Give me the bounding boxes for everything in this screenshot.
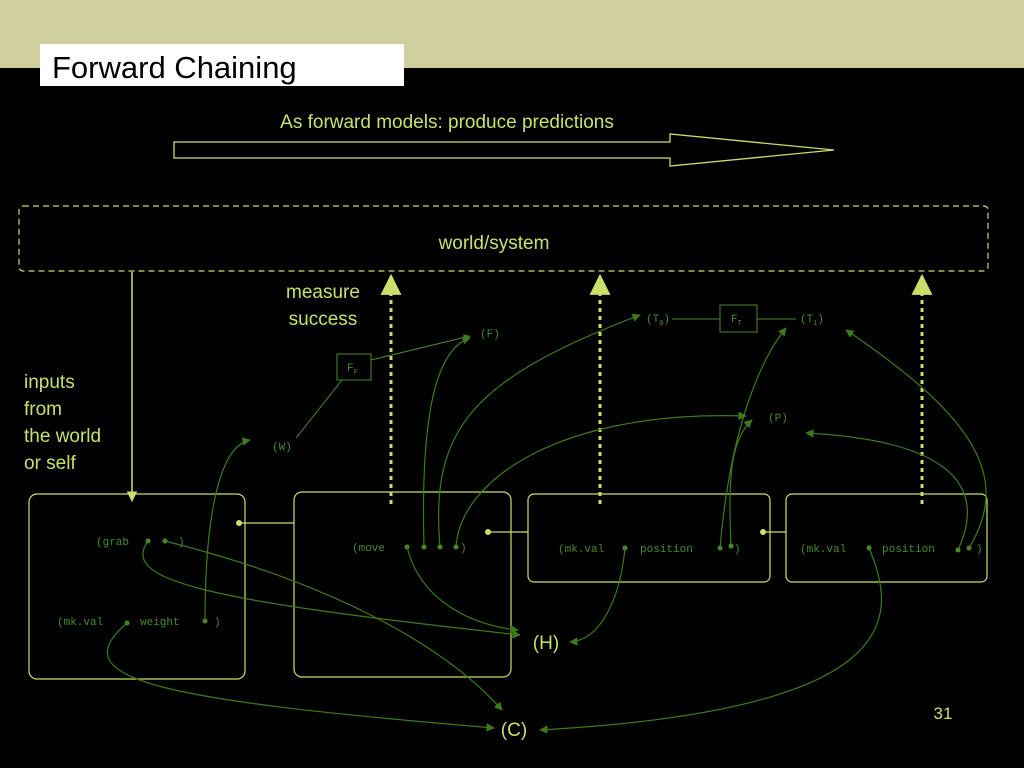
node-t1-open: (T [800, 314, 814, 326]
node-c: (C) [501, 720, 527, 741]
measure-label: measure [286, 282, 360, 303]
code-grab-close: ) [178, 537, 185, 549]
arrow-caption: As forward models: produce predictions [280, 112, 614, 133]
position2-to-t1-arrow [719, 327, 787, 549]
page-number: 31 [934, 704, 953, 723]
mkval1-to-c-arrow [106, 622, 495, 732]
code-mkval2-arg: position [640, 544, 693, 556]
move-to-f-arrow [422, 336, 471, 548]
dependency-arrows [106, 313, 987, 734]
move-to-p-arrow [455, 411, 747, 548]
node-ft-sub: T [738, 320, 742, 328]
slide-title: Forward Chaining [52, 50, 297, 85]
node-h: (H) [533, 633, 559, 654]
node-ft-main: F [731, 314, 738, 326]
node-t0-sub: 0 [659, 320, 663, 328]
box-connector-dot-3 [760, 529, 766, 535]
world-system-label: world/system [438, 233, 550, 254]
title-tab [40, 44, 404, 86]
node-ft: FT [731, 314, 742, 328]
node-ff-main: F [347, 363, 354, 375]
node-p: (P) [768, 413, 788, 425]
node-t1-close: ) [817, 314, 824, 326]
move-to-t0-arrow [437, 313, 641, 548]
mkval2-to-h-arrow [569, 547, 626, 646]
forward-arrow [173, 133, 835, 167]
ff-to-f-line [370, 334, 471, 361]
grab-to-c-arrow [164, 540, 503, 711]
node-t0: (T0) [646, 314, 670, 328]
node-ff: FF [347, 363, 358, 377]
code-mkval3-open: (mk.val [800, 544, 846, 556]
node-t0-open: (T [646, 314, 660, 326]
rule-box-mkval-2 [527, 493, 771, 583]
box-connector-dot-1 [236, 520, 242, 526]
function-box-ff [336, 353, 372, 381]
code-mkval1-arg: weight [140, 617, 180, 629]
code-mkval3-arg: position [882, 544, 935, 556]
node-f: (F) [480, 329, 500, 341]
code-move-close: ) [460, 543, 467, 555]
rule-box-move [293, 491, 512, 678]
node-t0-close: ) [663, 314, 670, 326]
mkval3-to-c-arrow [539, 547, 883, 734]
ff-to-w-line [295, 379, 343, 439]
world-system-box [18, 205, 989, 272]
code-grab-open: (grab [96, 537, 129, 549]
node-ff-sub: F [354, 369, 358, 377]
code-mkval1-open: (mk.val [57, 617, 103, 629]
inputs-label-3: the world [24, 426, 101, 447]
position3-to-p-arrow [805, 429, 968, 551]
box-connector-dot-2 [485, 529, 491, 535]
node-t1: (T1) [800, 314, 824, 328]
success-label: success [289, 309, 358, 330]
position3-to-t1-arrow [845, 329, 987, 549]
move-to-h-arrow [406, 546, 519, 634]
code-mkval2-close: ) [734, 544, 741, 556]
inputs-label-2: from [24, 399, 62, 420]
rule-box-grab [28, 493, 246, 680]
rule-box-mkval-3 [785, 493, 988, 583]
node-w: (W) [272, 442, 292, 454]
code-mkval2-open: (mk.val [558, 544, 604, 556]
node-t1-sub: 1 [813, 320, 817, 328]
weight-to-w-arrow [204, 437, 251, 622]
position2-to-p-arrow [729, 419, 753, 547]
code-move-open: (move [352, 543, 385, 555]
code-mkval1-close: ) [214, 617, 221, 629]
inputs-label-4: or self [24, 453, 76, 474]
inputs-label-1: inputs [24, 372, 75, 393]
code-mkval3-close: ) [976, 544, 983, 556]
grab-to-h-arrow [142, 540, 521, 639]
